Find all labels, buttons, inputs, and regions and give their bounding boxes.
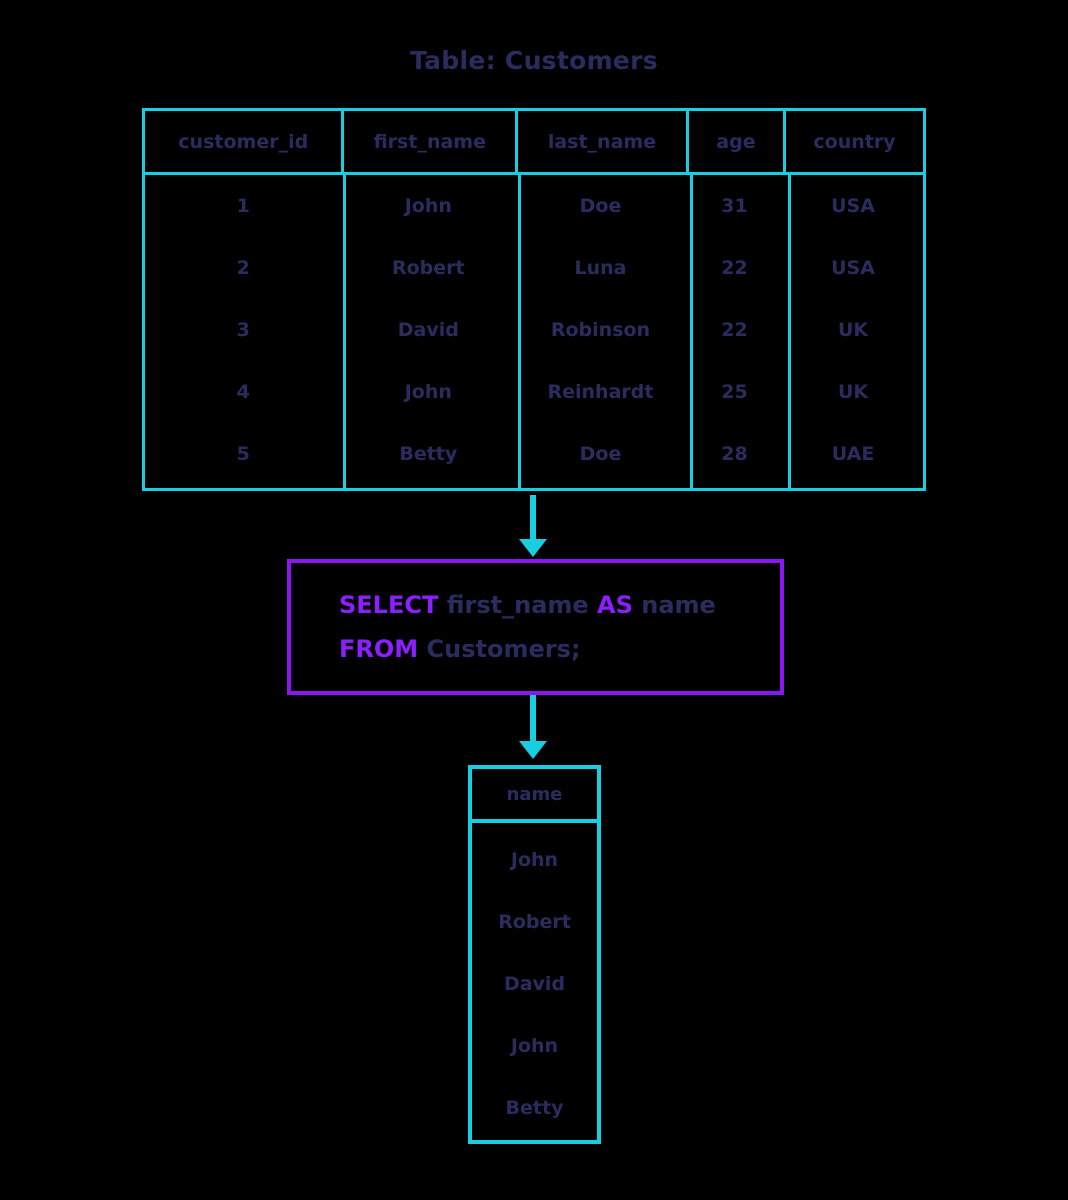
cell-customer-id: 2 (236, 257, 250, 279)
result-column-header-name: name (472, 769, 597, 823)
column-header-age: age (685, 111, 783, 172)
arrow-head (519, 539, 547, 557)
table-row: 3 David Robinson 22 UK (145, 299, 923, 361)
cell-country: UK (837, 381, 869, 403)
cell-age: 25 (721, 381, 748, 403)
source-table: customer_id first_name last_name age cou… (142, 108, 926, 491)
result-row: Robert (498, 911, 571, 933)
sql-query-line-1: SELECT first_name AS name (339, 583, 780, 627)
cell-last-name: Reinhardt (547, 381, 654, 403)
column-header-last-name: last_name (515, 111, 686, 172)
arrow-shaft (530, 695, 536, 745)
sql-identifier-customers: Customers; (426, 635, 581, 663)
cell-country: UAE (831, 443, 875, 465)
sql-query-box: SELECT first_name AS name FROM Customers… (287, 559, 784, 695)
cell-age: 22 (721, 319, 748, 341)
cell-age: 22 (721, 257, 748, 279)
cell-customer-id: 1 (236, 195, 250, 217)
cell-customer-id: 5 (236, 443, 250, 465)
result-row: John (510, 1035, 559, 1057)
cell-age: 31 (721, 195, 748, 217)
result-table: name John Robert David John Betty (468, 765, 601, 1144)
arrow-down-icon (513, 495, 553, 559)
table-header-row: customer_id first_name last_name age cou… (145, 111, 923, 175)
table-row: 4 John Reinhardt 25 UK (145, 361, 923, 423)
cell-country: UK (837, 319, 869, 341)
cell-last-name: Robinson (550, 319, 651, 341)
column-divider (343, 175, 346, 488)
result-row: David (503, 973, 566, 995)
table-row: 5 Betty Doe 28 UAE (145, 423, 923, 485)
sql-identifier-first-name: first_name (446, 591, 589, 619)
cell-first-name: Betty (399, 443, 458, 465)
column-divider (518, 175, 521, 488)
column-divider (690, 175, 693, 488)
table-body: 1 John Doe 31 USA 2 Robert Luna 22 USA 3… (145, 175, 923, 488)
sql-query-line-2: FROM Customers; (339, 627, 780, 671)
sql-identifier-alias-name: name (641, 591, 716, 619)
column-divider (788, 175, 791, 488)
arrow-head (519, 741, 547, 759)
cell-country: USA (831, 195, 875, 217)
cell-country: USA (831, 257, 875, 279)
cell-first-name: David (397, 319, 459, 341)
cell-customer-id: 4 (236, 381, 250, 403)
column-header-first-name: first_name (341, 111, 515, 172)
arrow-down-icon (513, 695, 553, 763)
cell-last-name: Doe (579, 195, 622, 217)
result-row: John (510, 849, 559, 871)
result-table-body: John Robert David John Betty (472, 823, 597, 1139)
column-header-country: country (783, 111, 923, 172)
column-header-customer-id: customer_id (178, 130, 309, 153)
sql-keyword-select: SELECT (339, 591, 439, 619)
result-row: Betty (505, 1097, 564, 1119)
cell-first-name: Robert (392, 257, 465, 279)
arrow-shaft (530, 495, 536, 543)
cell-last-name: Doe (579, 443, 622, 465)
table-row: 2 Robert Luna 22 USA (145, 237, 923, 299)
page-title: Table: Customers (410, 46, 658, 75)
sql-keyword-as: AS (597, 591, 633, 619)
sql-keyword-from: FROM (339, 635, 419, 663)
cell-first-name: John (404, 381, 452, 403)
cell-first-name: John (404, 195, 452, 217)
cell-last-name: Luna (574, 257, 627, 279)
cell-age: 28 (721, 443, 748, 465)
table-row: 1 John Doe 31 USA (145, 175, 923, 237)
cell-customer-id: 3 (236, 319, 250, 341)
